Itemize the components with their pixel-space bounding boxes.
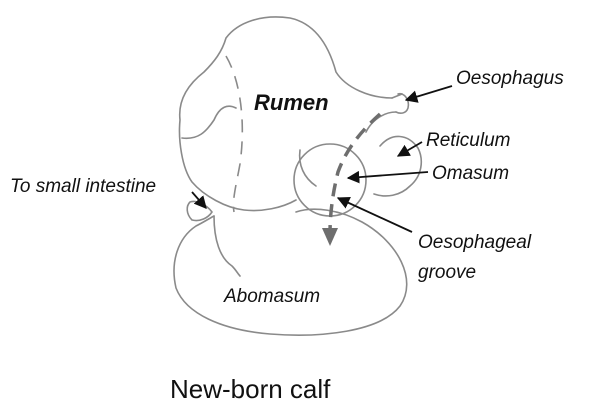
label-omasum: Omasum xyxy=(432,163,509,184)
omasum-pointer xyxy=(348,172,428,178)
reticulum-outline xyxy=(374,136,421,195)
label-to-small-intestine: To small intestine xyxy=(10,176,156,197)
label-rumen: Rumen xyxy=(254,90,329,115)
rumen-pillar-dash xyxy=(226,56,242,212)
label-oesophageal-groove-line1: Oesophageal xyxy=(418,232,532,253)
abomasum-inner-line xyxy=(214,216,240,276)
oesophageal-groove-arrowhead xyxy=(322,228,338,246)
rumen-inner-fold xyxy=(182,106,236,138)
intestine-pointer xyxy=(192,192,206,208)
label-oesophagus: Oesophagus xyxy=(456,68,564,89)
label-abomasum: Abomasum xyxy=(223,286,320,307)
oesophagus-pointer xyxy=(406,86,452,100)
oesophageal-groove-pointer xyxy=(338,198,412,232)
abomasum-outline xyxy=(174,209,407,335)
diagram-caption: New-born calf xyxy=(170,374,331,404)
intestine-outlet xyxy=(187,201,212,220)
oesophagus-opening xyxy=(396,94,408,114)
label-reticulum: Reticulum xyxy=(426,130,510,151)
rumen-lower-lobe xyxy=(300,150,316,186)
label-oesophageal-groove-line2: groove xyxy=(418,262,476,283)
